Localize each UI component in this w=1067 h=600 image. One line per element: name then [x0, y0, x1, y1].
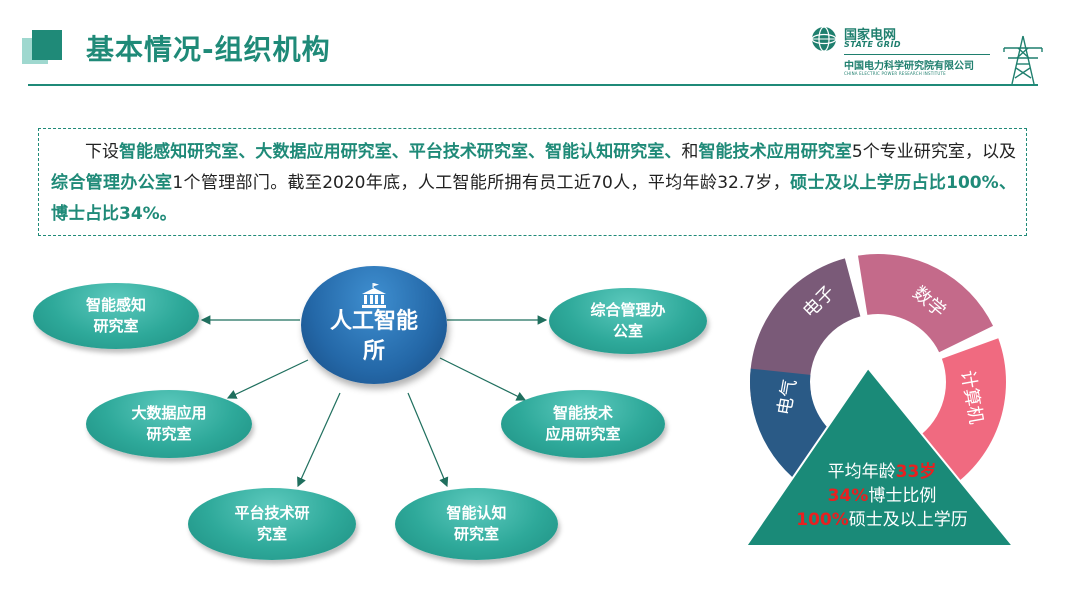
arrow-to-bigdata [226, 359, 309, 399]
institute-name-en: CHINA ELECTRIC POWER RESEARCH INSTITUTE [844, 71, 946, 76]
stats-text: 平均年龄33岁 34%博士比例 100%硕士及以上学历 [760, 460, 1004, 532]
node-bigdata-lab: 大数据应用 研究室 [86, 390, 252, 458]
stat-phd-ratio: 34%博士比例 [827, 486, 937, 506]
stat-avg-age: 平均年龄33岁 [827, 462, 937, 482]
node-perception-line2: 研究室 [93, 317, 139, 335]
node-admin-line2: 公室 [612, 322, 643, 340]
intro-highlight-2: 智能技术应用研究室 [698, 142, 852, 162]
node-platform-line1: 平台技术研 [234, 504, 310, 522]
logo-en-text: STATE GRID [844, 40, 902, 49]
donut-segment-math [857, 254, 994, 353]
node-admin-line1: 综合管理办 [590, 301, 666, 319]
donut-segment-electronics [749, 258, 861, 405]
intro-text-3: 5个专业研究室，以及 [851, 142, 1017, 162]
node-cognition-lab: 智能认知 研究室 [395, 488, 558, 560]
stats-triangle [744, 366, 1016, 547]
institution-building-icon [362, 283, 386, 308]
intro-text-2: 和 [681, 142, 699, 162]
node-application-line1: 智能技术 [552, 404, 613, 422]
stat-master-ratio: 100%硕士及以上学历 [796, 510, 968, 530]
node-perception-line1: 智能感知 [85, 296, 146, 314]
page-title: 基本情况-组织机构 [86, 33, 331, 66]
intro-highlight-3: 综合管理办公室 [51, 173, 173, 193]
institute-name: 中国电力科学研究院有限公司 [844, 61, 974, 72]
title-decor-square-dark [32, 30, 62, 60]
intro-highlight-4: 硕士及以上学历占比100%、博士占比34%。 [51, 173, 1017, 224]
node-bigdata-line1: 大数据应用 [131, 404, 207, 422]
node-bigdata-line2: 研究室 [146, 425, 192, 443]
intro-text-4: 1个管理部门。截至2020年底，人工智能所拥有员工近70人，平均年龄32.7岁， [172, 173, 791, 193]
state-grid-globe-icon [811, 26, 837, 52]
arrow-to-platform [297, 392, 341, 488]
arrow-to-cognition [407, 392, 449, 488]
intro-paragraph: 下设智能感知研究室、大数据应用研究室、平台技术研究室、智能认知研究室、和智能技术… [38, 128, 1027, 236]
arrow-to-application [439, 357, 527, 401]
header-divider [28, 84, 1038, 86]
node-perception-lab: 智能感知 研究室 [33, 283, 199, 349]
node-cognition-line1: 智能认知 [446, 504, 507, 522]
logo-divider [844, 54, 990, 55]
node-platform-line2: 究室 [256, 525, 287, 543]
node-application-lab: 智能技术 应用研究室 [501, 390, 665, 458]
logo-cn-text: 国家电网 [844, 28, 897, 43]
intro-text-1: 下设 [85, 142, 120, 162]
center-node-line2: 所 [362, 339, 385, 364]
node-cognition-line2: 研究室 [453, 525, 499, 543]
node-platform-lab: 平台技术研 究室 [188, 488, 356, 560]
intro-highlight-1: 智能感知研究室、大数据应用研究室、平台技术研究室、智能认知研究室、 [119, 142, 682, 162]
node-ai-institute: 人工智能 所 [301, 266, 447, 384]
node-admin-office: 综合管理办 公室 [549, 288, 707, 354]
center-node-line1: 人工智能 [329, 309, 418, 334]
node-application-line2: 应用研究室 [545, 425, 621, 443]
power-tower-icon [1003, 35, 1043, 85]
